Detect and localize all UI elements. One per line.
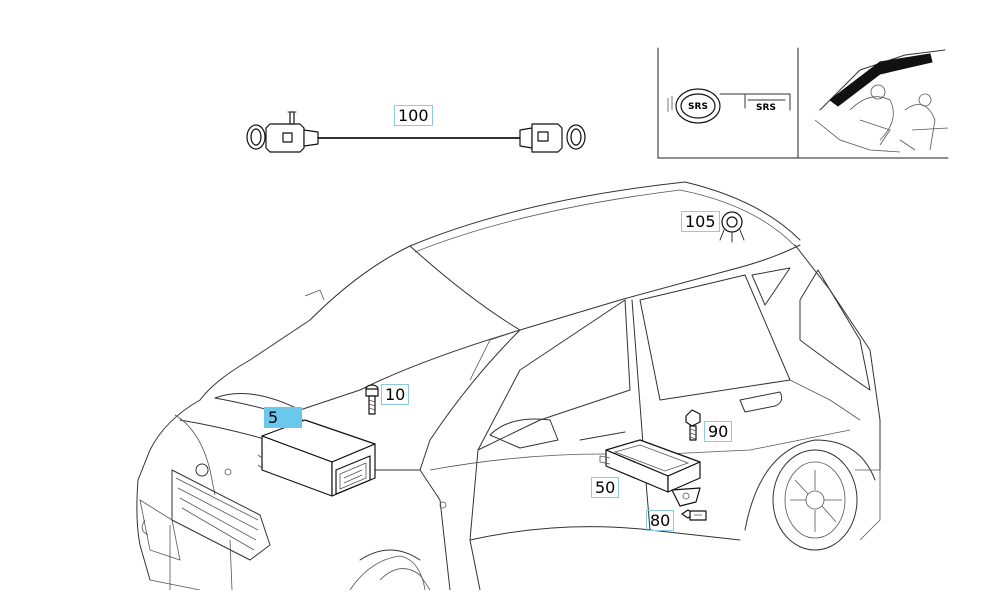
clip-icon[interactable] <box>719 211 745 243</box>
srs-badge-right: SRS <box>756 103 776 113</box>
cable-harness[interactable] <box>246 111 586 153</box>
callout-10[interactable]: 10 <box>381 384 410 405</box>
bolt-icon[interactable] <box>365 384 379 415</box>
callout-80[interactable]: 80 <box>646 510 675 531</box>
small-screw-icon[interactable] <box>681 509 707 521</box>
callout-90[interactable]: 90 <box>704 421 733 442</box>
callout-100[interactable]: 100 <box>394 105 433 126</box>
control-unit[interactable] <box>257 419 376 497</box>
callout-50[interactable]: 50 <box>591 477 620 498</box>
car-outline <box>136 181 881 591</box>
screw-icon[interactable] <box>685 409 701 441</box>
callout-105[interactable]: 105 <box>681 211 720 232</box>
sensor-module[interactable] <box>599 439 701 507</box>
inset-panel: SRS SRS <box>657 47 949 159</box>
callout-5[interactable]: 5 <box>264 407 302 428</box>
srs-badge-left: SRS <box>688 102 708 112</box>
